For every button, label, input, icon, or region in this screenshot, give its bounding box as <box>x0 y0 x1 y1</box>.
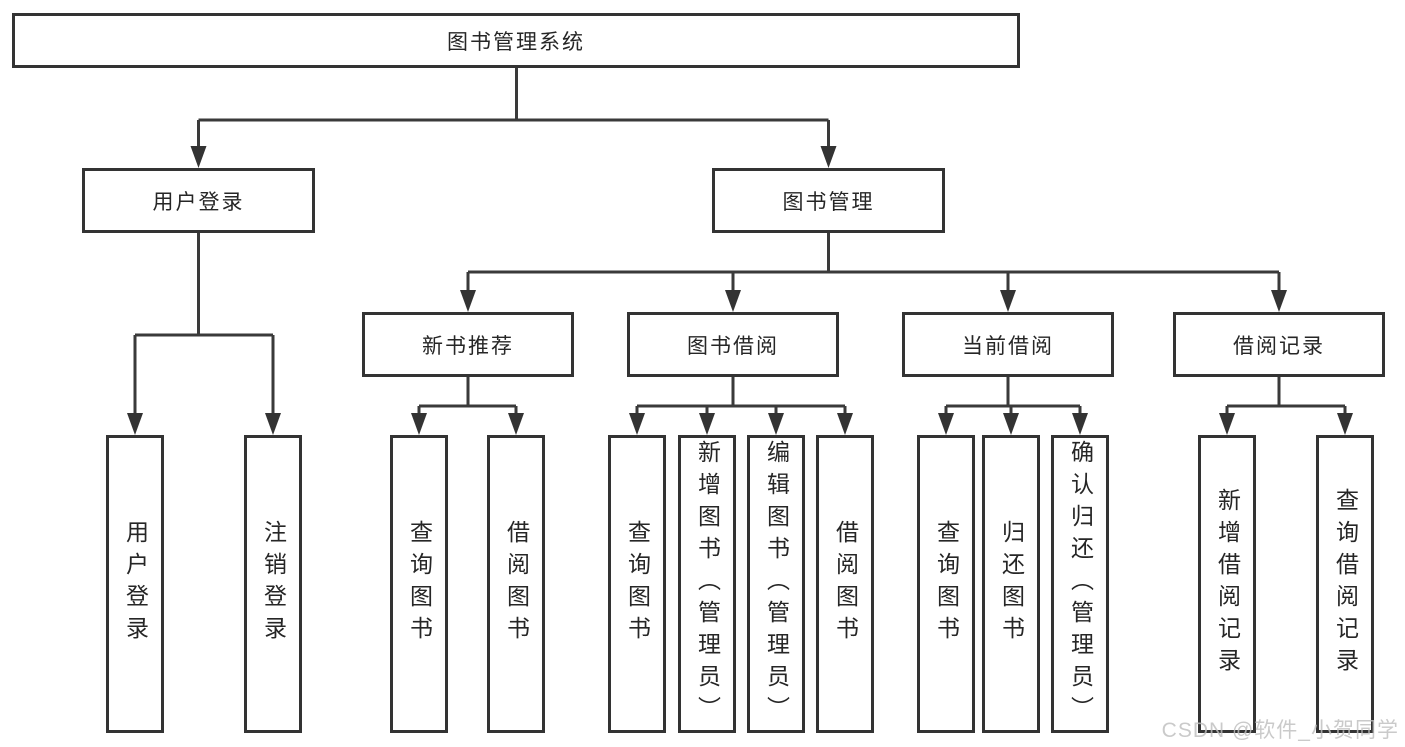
connector-new-book-rec-to-leaves <box>417 377 518 415</box>
leaf-label: 新增借阅记录 <box>1214 488 1241 680</box>
arrow-down-icon <box>768 413 784 435</box>
leaf-borrow-books-borrowing: 借阅图书 <box>816 435 874 733</box>
leaf-borrow-books-recommendation: 借阅图书 <box>487 435 545 733</box>
leaf-edit-books-admin: 编辑图书（管理员） <box>747 435 805 733</box>
arrow-down-icon <box>820 146 837 168</box>
node-root-system: 图书管理系统 <box>12 13 1020 68</box>
arrow-down-icon <box>1072 413 1088 435</box>
node-borrow-records: 借阅记录 <box>1173 312 1385 377</box>
arrow-down-icon <box>1003 413 1019 435</box>
arrow-down-icon <box>725 290 741 312</box>
leaf-label: 编辑图书（管理员） <box>763 440 790 728</box>
connector-current-borrow-to-leaves <box>944 377 1082 415</box>
arrow-down-icon <box>699 413 715 435</box>
arrow-down-icon <box>265 413 281 435</box>
arrow-down-icon <box>837 413 853 435</box>
leaf-label: 借阅图书 <box>832 520 859 648</box>
leaf-label: 查询图书 <box>406 520 433 648</box>
node-book-management: 图书管理 <box>712 168 945 233</box>
leaf-label: 查询图书 <box>624 520 651 648</box>
arrowheads <box>127 146 1353 435</box>
arrow-down-icon <box>127 413 143 435</box>
arrow-down-icon <box>629 413 645 435</box>
leaf-confirm-return-admin: 确认归还（管理员） <box>1051 435 1109 733</box>
connector-book-mgmt-to-level3 <box>466 233 1281 292</box>
leaf-query-borrow-record: 查询借阅记录 <box>1316 435 1374 733</box>
node-new-book-recommendation: 新书推荐 <box>362 312 574 377</box>
connector-user-login-to-leaves <box>133 233 275 415</box>
leaf-query-books-borrowing: 查询图书 <box>608 435 666 733</box>
leaf-label: 用户登录 <box>122 520 149 648</box>
connector-borrow-record-to-leaves <box>1225 377 1347 415</box>
arrow-down-icon <box>1271 290 1287 312</box>
leaf-user-login: 用户登录 <box>106 435 164 733</box>
arrow-down-icon <box>938 413 954 435</box>
arrow-down-icon <box>411 413 427 435</box>
leaf-label: 新增图书（管理员） <box>694 440 721 728</box>
leaf-logout: 注销登录 <box>244 435 302 733</box>
node-current-borrowing: 当前借阅 <box>902 312 1114 377</box>
arrow-down-icon <box>460 290 476 312</box>
arrow-down-icon <box>508 413 524 435</box>
leaf-label: 确认归还（管理员） <box>1067 440 1094 728</box>
leaf-label: 查询图书 <box>933 520 960 648</box>
leaf-query-books-current: 查询图书 <box>917 435 975 733</box>
arrow-down-icon <box>1000 290 1016 312</box>
arrow-down-icon <box>1337 413 1353 435</box>
leaf-query-books-recommendation: 查询图书 <box>390 435 448 733</box>
leaf-add-books-admin: 新增图书（管理员） <box>678 435 736 733</box>
leaf-label: 归还图书 <box>998 520 1025 648</box>
leaf-label: 借阅图书 <box>503 520 530 648</box>
node-user-login: 用户登录 <box>82 168 315 233</box>
csdn-watermark: CSDN @软件_小贺同学 <box>1161 719 1399 742</box>
arrow-down-icon <box>1219 413 1235 435</box>
connector-root-to-level2 <box>197 68 830 148</box>
arrow-down-icon <box>190 146 207 168</box>
leaf-label: 查询借阅记录 <box>1332 488 1359 680</box>
connector-book-borrow-to-leaves <box>635 377 847 415</box>
leaf-add-borrow-record: 新增借阅记录 <box>1198 435 1256 733</box>
node-book-borrowing: 图书借阅 <box>627 312 839 377</box>
leaf-return-books: 归还图书 <box>982 435 1040 733</box>
leaf-label: 注销登录 <box>260 520 287 648</box>
